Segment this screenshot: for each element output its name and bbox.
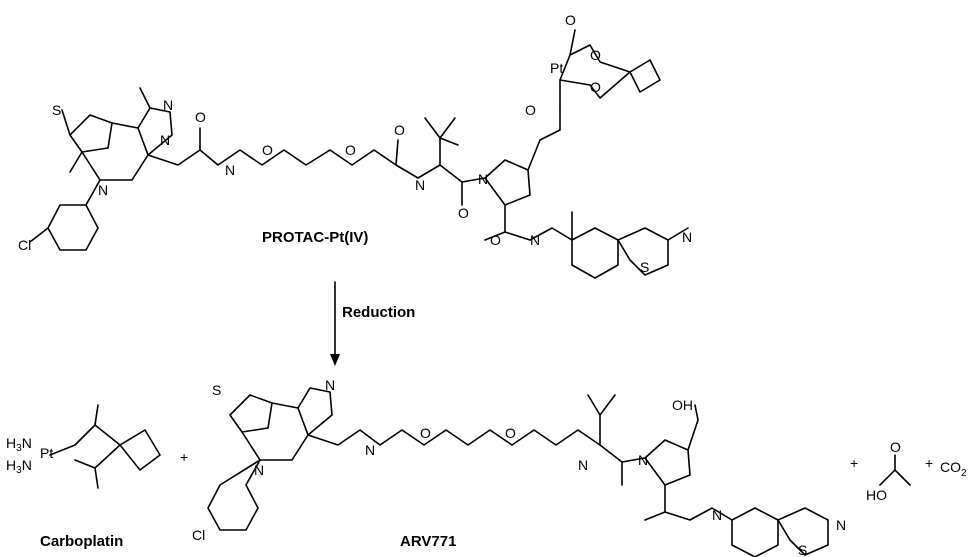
atom-N-label: N: [225, 162, 235, 178]
reactant-label: PROTAC-Pt(IV): [262, 229, 368, 246]
atom-O-label: O: [345, 142, 356, 158]
step-label: Reduction: [342, 304, 415, 321]
atom-O-label: O: [458, 205, 469, 221]
arv771-atom-labels: S N N Cl N O O N N OH N S N: [192, 377, 846, 557]
atom-O-label: O: [890, 439, 901, 455]
plus-sign: +: [850, 455, 858, 471]
atom-O-label: O: [590, 47, 601, 63]
atom-N-label: N: [712, 507, 722, 523]
atom-O-label: O: [262, 142, 273, 158]
atom-O-label: O: [505, 425, 516, 441]
atom-NH3-label: H3N: [6, 435, 32, 454]
atom-N-label: N: [415, 177, 425, 193]
atom-S-label: S: [212, 382, 221, 398]
atom-N-label: N: [578, 457, 588, 473]
plus-sign: +: [925, 455, 933, 471]
carboplatin-structure: H3N H3N Pt: [6, 404, 161, 489]
arv771-structure: [207, 387, 829, 557]
plus-sign: +: [180, 449, 188, 465]
atom-N-label: N: [98, 182, 108, 198]
atom-S-label: S: [798, 542, 807, 557]
atom-S-label: S: [640, 259, 649, 275]
atom-N-label: N: [682, 229, 692, 245]
atom-O-label: O: [394, 122, 405, 138]
atom-O-label: O: [565, 12, 576, 28]
atom-NH3-label: H3N: [6, 457, 32, 476]
protac-pt-iv-structure: [29, 29, 689, 279]
atom-N-label: N: [254, 462, 264, 478]
atom-Pt-label: Pt: [550, 60, 563, 76]
atom-Cl-label: Cl: [192, 527, 205, 543]
atom-N-label: N: [160, 132, 170, 148]
co2-label: CO2: [940, 459, 967, 479]
carboplatin-label: Carboplatin: [40, 533, 123, 550]
atom-N-label: N: [325, 377, 335, 393]
atom-O-label: O: [490, 232, 501, 248]
atom-N-label: N: [638, 452, 648, 468]
atom-S-label: S: [52, 102, 61, 118]
atom-Cl-label: Cl: [18, 237, 31, 253]
arv771-label: ARV771: [400, 533, 456, 550]
atom-O-label: O: [525, 102, 536, 118]
atom-N-label: N: [836, 517, 846, 533]
atom-OH-label: OH: [672, 397, 693, 413]
atom-O-label: O: [590, 79, 601, 95]
atom-N-label: N: [365, 442, 375, 458]
acetic-acid-structure: HO O: [866, 439, 911, 503]
protac-atom-labels: S N N N Cl O N O O O N O N O N S N O Pt …: [18, 12, 692, 275]
reaction-arrow: [330, 281, 340, 366]
atom-Pt-label: Pt: [40, 445, 53, 461]
atom-O-label: O: [420, 425, 431, 441]
atom-HO-label: HO: [866, 487, 887, 503]
atom-N-label: N: [163, 97, 173, 113]
atom-N-label: N: [530, 232, 540, 248]
atom-N-label: N: [478, 171, 488, 187]
atom-O-label: O: [195, 109, 206, 125]
